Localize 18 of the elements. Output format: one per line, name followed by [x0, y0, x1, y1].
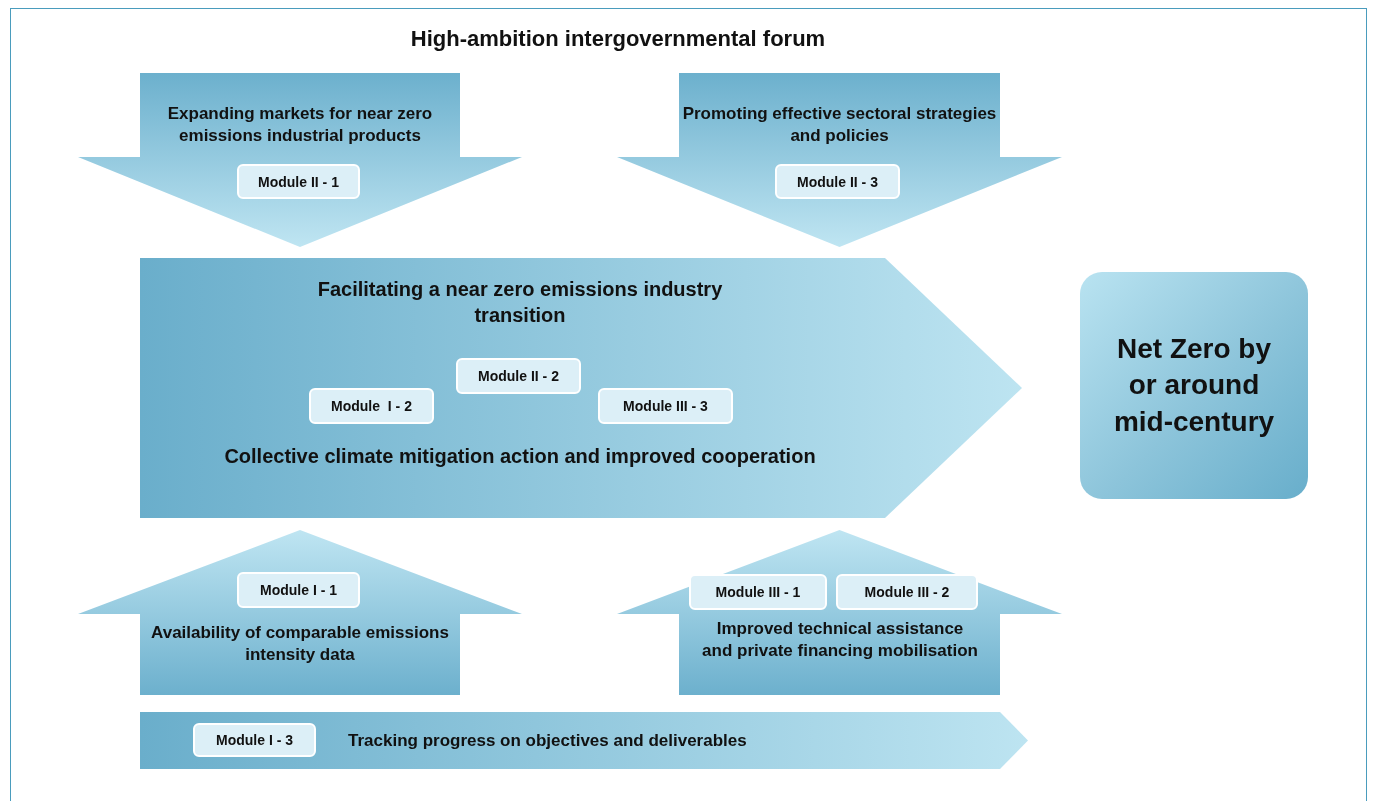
title: High-ambition intergovernmental forum: [409, 26, 827, 52]
module-tag: Module II - 2: [456, 358, 581, 394]
module-tag: Module III - 2: [836, 574, 978, 610]
module-tag: Module II - 3: [775, 164, 900, 199]
module-tag: Module III - 3: [598, 388, 733, 424]
module-tag: Module I - 1: [237, 572, 360, 608]
label-text: Expanding markets for near zero emissions industrial products: [166, 103, 434, 148]
goal-text: Net Zero by or around mid-century: [1112, 331, 1276, 439]
heading-text: Facilitating a near zero emissions industry transition: [316, 277, 724, 328]
label-text: Collective climate mitigation action and improved cooperation: [223, 444, 817, 469]
module-tag: Module I - 3: [193, 723, 316, 757]
module-tag: Module I - 2: [309, 388, 434, 424]
label-text: Promoting effective sectoral strategies and policies: [681, 103, 998, 148]
label-text: Availability of comparable emissions intensity data: [150, 622, 450, 667]
label-text: Tracking progress on objectives and deliverables: [348, 730, 748, 752]
module-tag: Module II - 1: [237, 164, 360, 199]
module-tag: Module III - 1: [689, 574, 827, 610]
label-text: Improved technical assistance and private financing mobilisation: [701, 618, 979, 663]
